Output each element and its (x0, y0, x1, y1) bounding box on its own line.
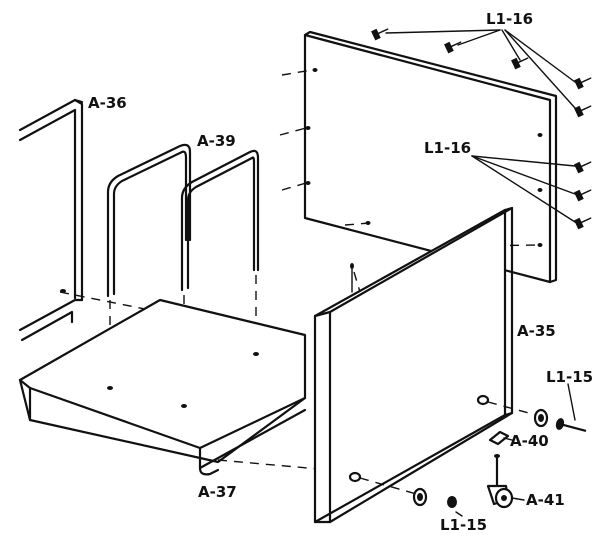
label-l1-16-top: L1-16 (486, 10, 533, 28)
label-a36: A-36 (88, 94, 127, 112)
label-a41: A-41 (526, 491, 565, 509)
screws-l1-16-middle (471, 155, 592, 230)
caster-a41 (486, 454, 525, 509)
label-a35: A-35 (517, 322, 556, 340)
label-l1-15-bottom: L1-15 (440, 516, 487, 534)
label-a39: A-39 (197, 132, 236, 150)
bolt-l1-15-bottom (412, 487, 463, 517)
bolt-l1-15-right (533, 383, 587, 432)
bottom-shelf-a37 (18, 298, 331, 476)
side-panel-a36 (18, 98, 151, 342)
back-panel (279, 30, 558, 293)
label-a37: A-37 (198, 483, 237, 501)
label-l1-16-middle: L1-16 (424, 139, 471, 157)
front-panel-a35 (313, 206, 541, 524)
label-a40: A-40 (510, 432, 549, 450)
clip-a40 (488, 430, 513, 446)
screws-l1-16-top (371, 28, 592, 118)
label-l1-15-right: L1-15 (546, 368, 593, 386)
